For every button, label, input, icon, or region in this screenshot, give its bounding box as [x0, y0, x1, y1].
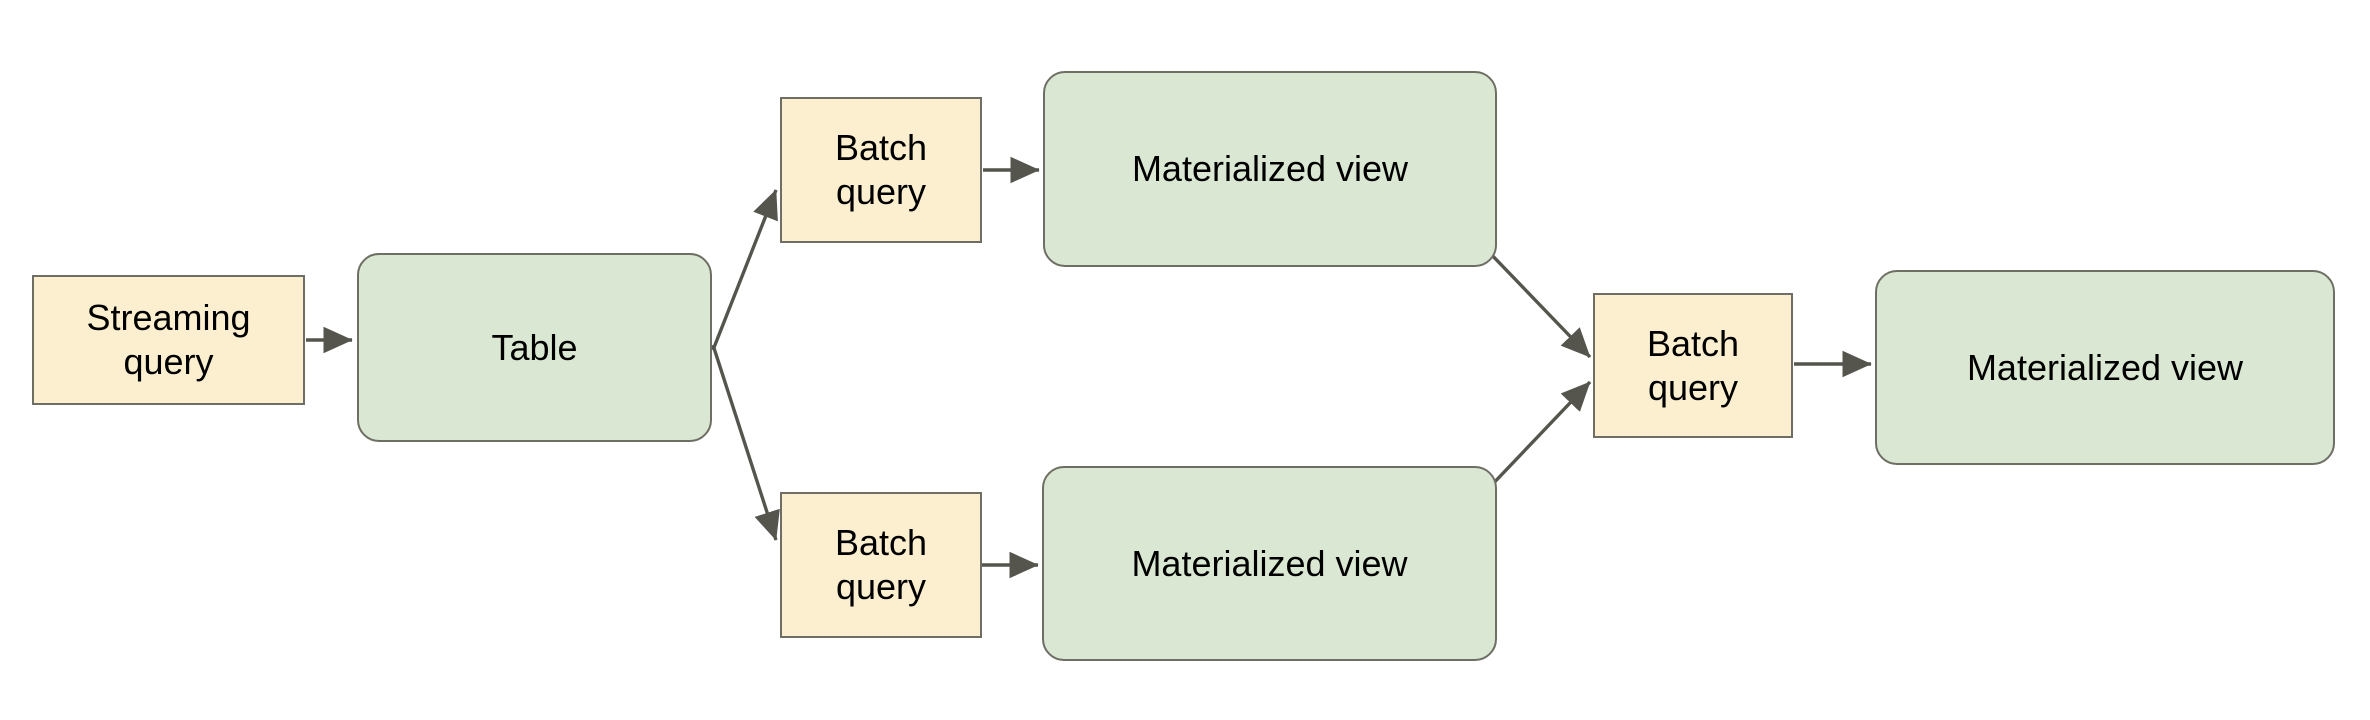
node-table[interactable]: Table — [357, 253, 712, 442]
node-materialized-view-bottom[interactable]: Materialized view — [1042, 466, 1497, 661]
node-batch-query-bottom-label: Batch query — [834, 522, 928, 607]
node-materialized-view-top[interactable]: Materialized view — [1043, 71, 1497, 267]
edge-table-to-batch-query-bottom — [711, 344, 780, 541]
node-materialized-view-bottom-label: Materialized view — [1131, 542, 1408, 584]
node-batch-query-merge[interactable]: Batch query — [1593, 293, 1793, 438]
node-table-label: Table — [491, 326, 578, 368]
node-batch-query-top[interactable]: Batch query — [780, 97, 982, 243]
node-batch-query-bottom[interactable]: Batch query — [780, 492, 982, 638]
node-materialized-view-top-label: Materialized view — [1131, 148, 1409, 190]
node-streaming-query-label: Streaming query — [86, 297, 251, 382]
node-materialized-view-final-label: Materialized view — [1966, 346, 2244, 388]
node-materialized-view-final[interactable]: Materialized view — [1875, 270, 2335, 465]
node-batch-query-top-label: Batch query — [834, 127, 928, 212]
node-batch-query-merge-label: Batch query — [1646, 322, 1740, 408]
edge-materialized-view-top-to-batch-query-merge — [1485, 248, 1592, 359]
edge-table-to-batch-query-top — [711, 189, 778, 351]
edge-materialized-view-bottom-to-batch-query-merge — [1485, 380, 1592, 492]
node-streaming-query[interactable]: Streaming query — [32, 275, 305, 405]
